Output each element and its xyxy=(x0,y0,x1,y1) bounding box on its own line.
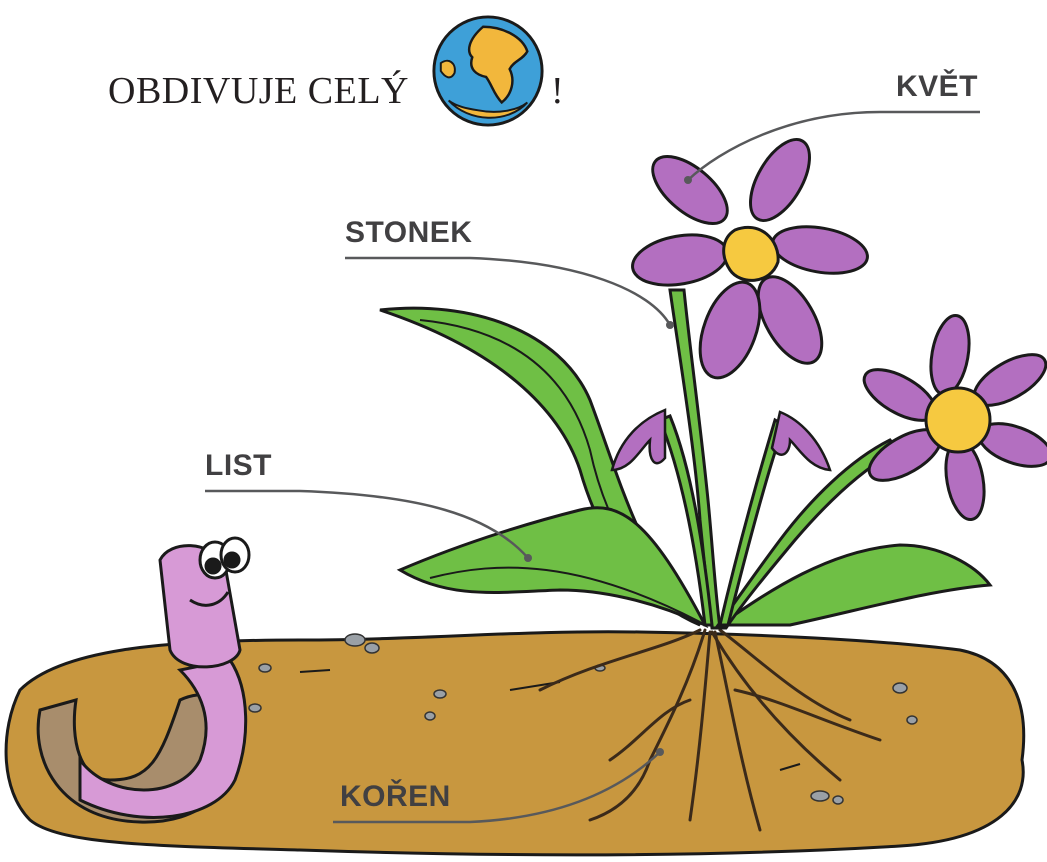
headline-prefix: OBDIVUJE CELÝ xyxy=(108,69,409,113)
buds xyxy=(612,410,830,470)
label-flower: KVĚT xyxy=(896,70,978,104)
pointer-flower xyxy=(688,112,980,180)
leaf-right xyxy=(720,545,990,625)
flower-secondary xyxy=(856,312,1047,522)
flower-main xyxy=(629,130,872,386)
globe-icon xyxy=(429,12,547,130)
label-leaf: LIST xyxy=(205,449,272,483)
headline-suffix: ! xyxy=(551,69,564,113)
headline: OBDIVUJE CELÝ ! xyxy=(108,52,564,130)
label-stem: STONEK xyxy=(345,216,472,250)
label-root: KOŘEN xyxy=(340,780,451,814)
leaf-lower xyxy=(400,508,705,625)
